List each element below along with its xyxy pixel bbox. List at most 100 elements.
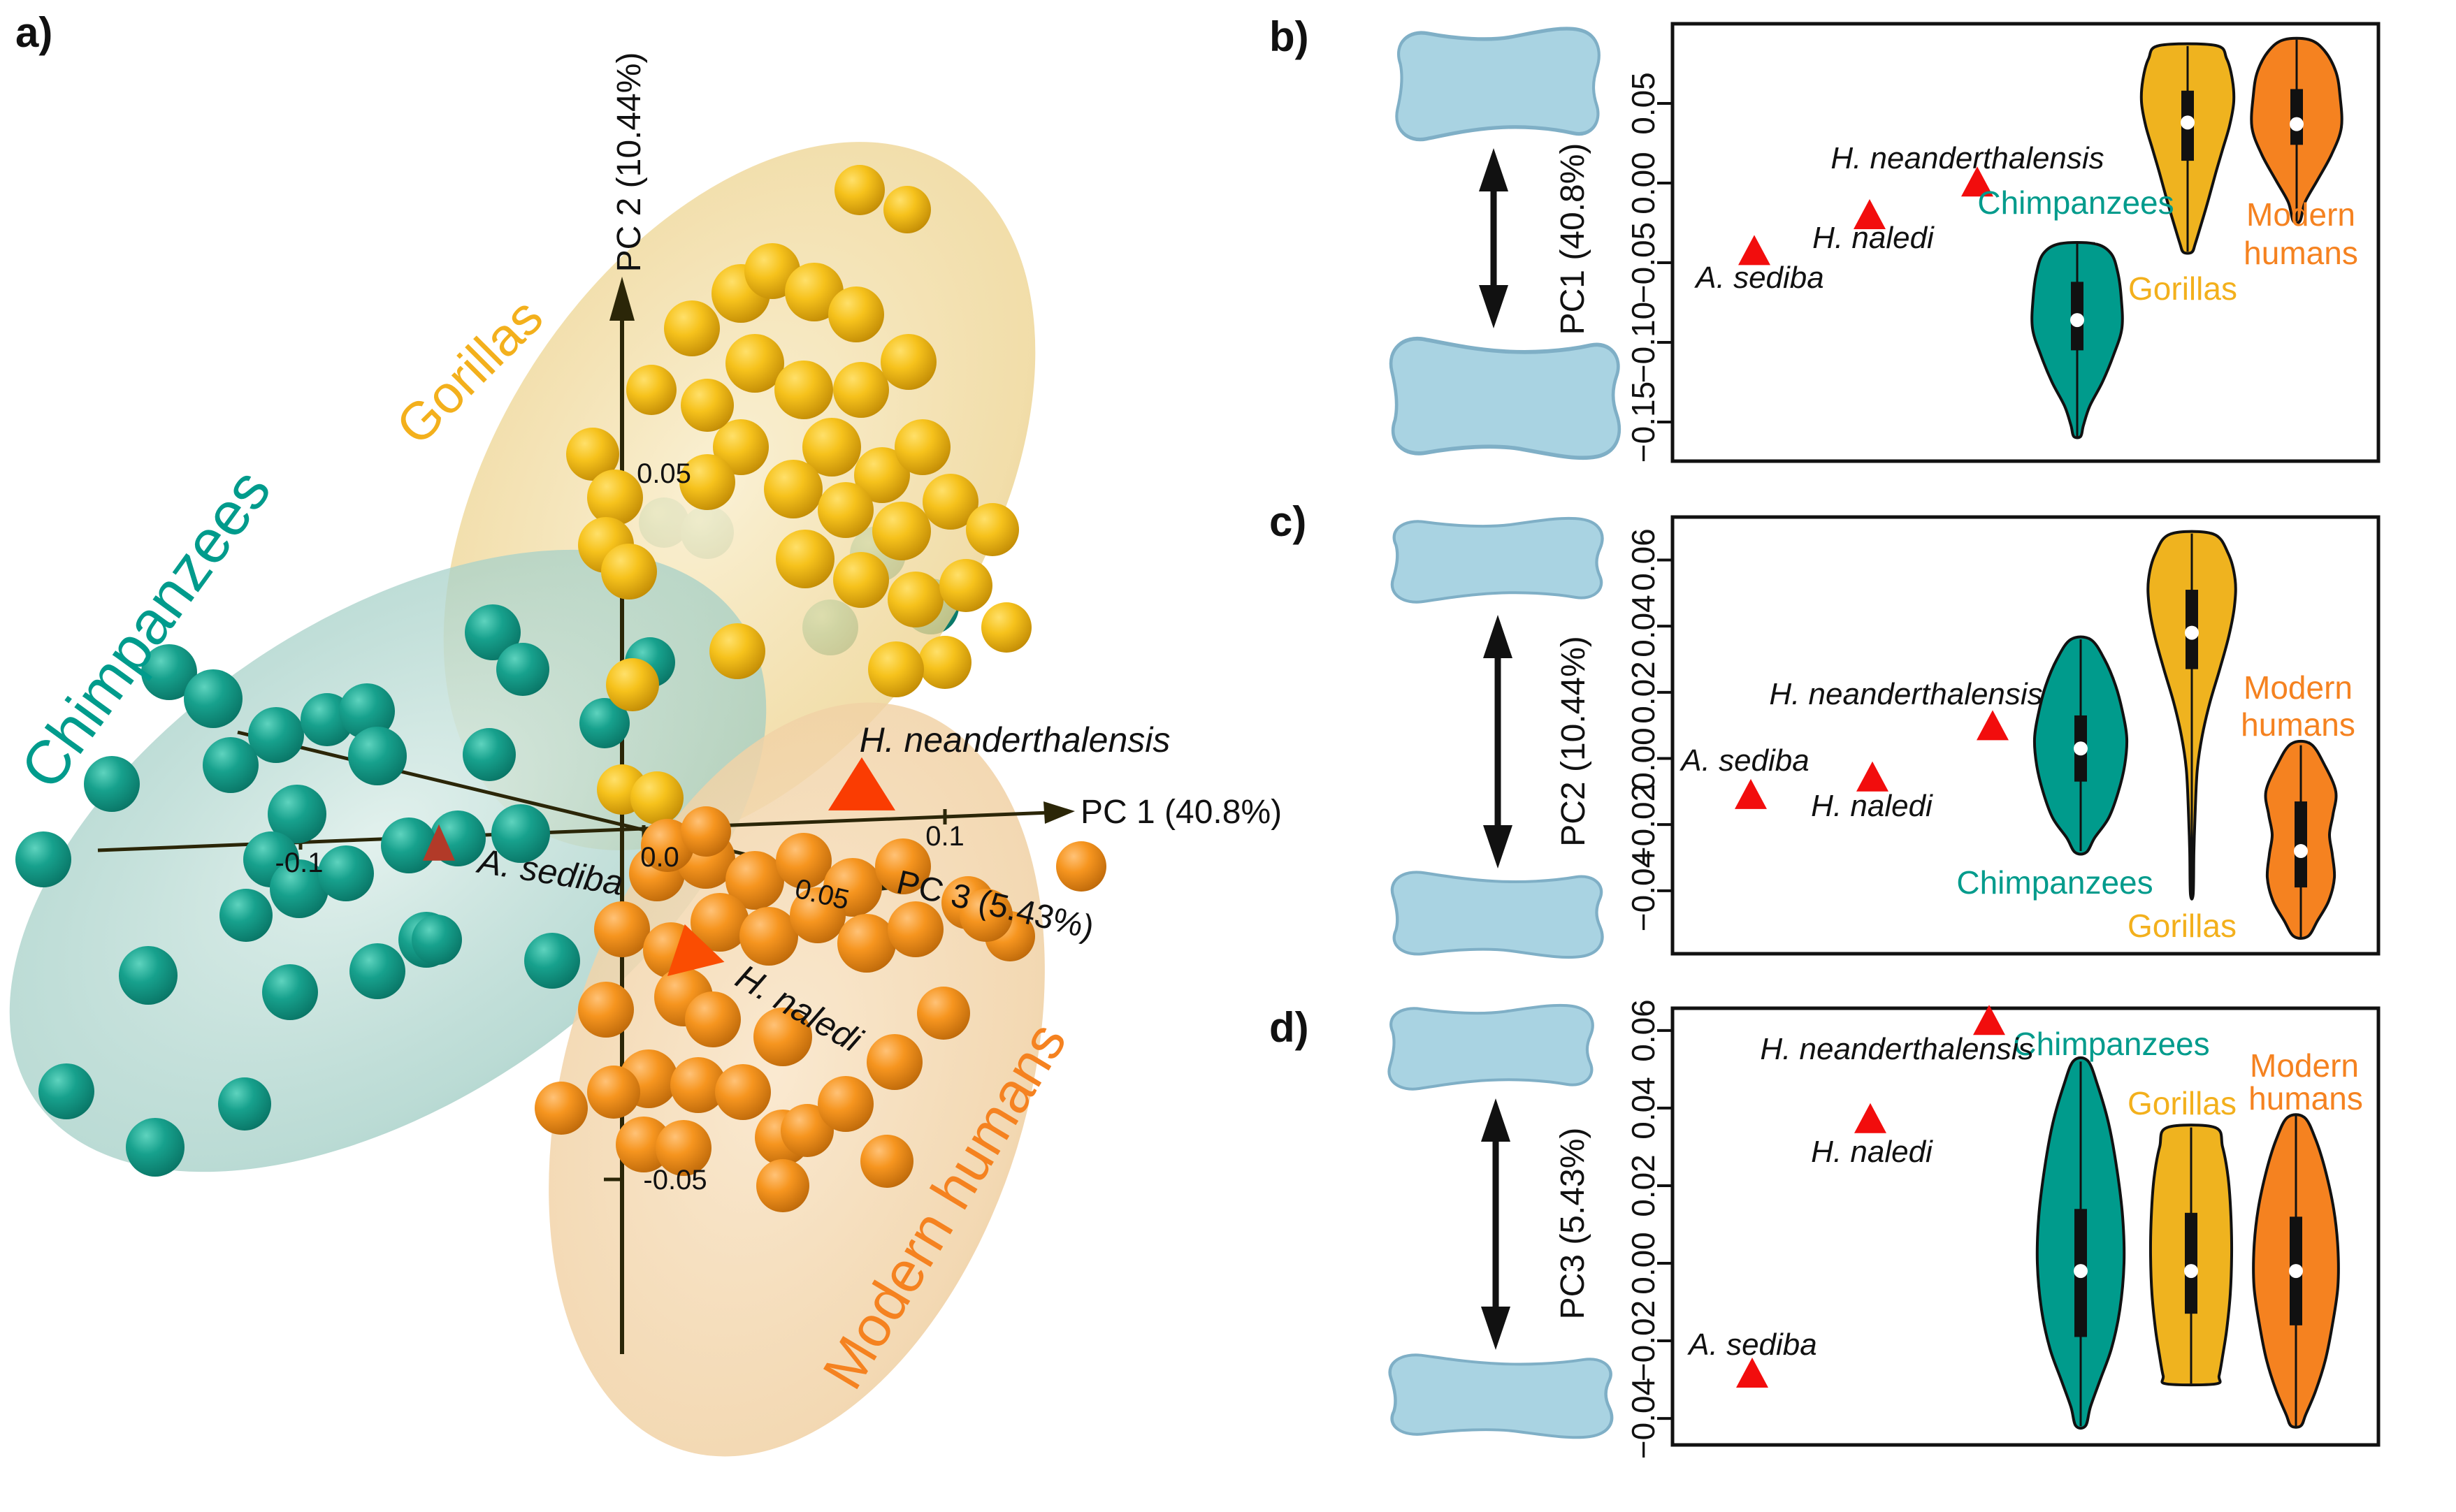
violin-iqr-box (2290, 89, 2303, 145)
pca-sphere-gorilla (566, 428, 619, 481)
pca-sphere-gorilla (872, 502, 931, 560)
fossil-triangle-neanderthalensis-a (828, 757, 895, 810)
violin-median-dot (2289, 1264, 2303, 1279)
pca-sphere-gorilla (881, 334, 937, 390)
pca-sphere-gorilla (981, 602, 1032, 653)
pca-sphere-chimpanzee (248, 707, 304, 763)
pc-direction-arrow-b-down (1479, 285, 1508, 328)
violin-iqr-box (2185, 1212, 2197, 1314)
pca-sphere-modern-human (739, 907, 798, 966)
violin-median-dot (2290, 117, 2304, 131)
pca-sphere-gorilla (630, 771, 684, 824)
pc1-axis-arrowhead (1043, 801, 1075, 824)
pca-sphere-chimpanzee (38, 1063, 94, 1119)
pca-sphere-chimpanzee (262, 964, 318, 1020)
pca-sphere-gorilla (679, 454, 735, 510)
bone-mesh-bottom-c (1390, 871, 1604, 959)
fossil-triangle-b-1 (1854, 199, 1886, 230)
bone-mesh-top-d (1387, 1003, 1594, 1091)
pca-sphere-modern-human (715, 1064, 771, 1120)
pc-direction-arrow-d-down (1481, 1307, 1510, 1350)
pca-sphere-modern-human (888, 901, 944, 957)
bone-mesh-bottom-d (1388, 1353, 1614, 1439)
pca-sphere-modern-human (790, 887, 846, 943)
pca-sphere-gorilla (895, 419, 951, 475)
pca-sphere-gorilla (883, 186, 931, 233)
pca-sphere-gorilla (923, 474, 978, 530)
bone-mesh-top-c (1390, 516, 1604, 604)
violin-median-dot (2184, 1264, 2198, 1279)
fossil-triangle-c-1 (1856, 761, 1888, 792)
pca-sphere-chimpanzee (491, 804, 550, 863)
fossil-triangle-naledi-a (667, 924, 725, 977)
pca-sphere-gorilla (818, 482, 874, 538)
pca-sphere-gorilla (725, 334, 784, 393)
pca-sphere-gorilla (833, 552, 889, 608)
pca-sphere-chimpanzee (119, 946, 178, 1005)
pca-sphere-gorilla (713, 419, 769, 475)
fossil-triangle-c-2 (1977, 710, 2009, 741)
pca-sphere-gorilla (854, 447, 910, 503)
pca-sphere-gorilla (626, 365, 677, 415)
violin-median-dot (2074, 1264, 2088, 1279)
pca-sphere-chimpanzee (463, 728, 516, 781)
pca-sphere-chimpanzee (465, 604, 521, 660)
pc-direction-arrow-b-up (1479, 148, 1508, 191)
pca-sphere-gorilla (802, 418, 861, 477)
pca-sphere-chimpanzee (524, 933, 580, 989)
pca-sphere-gorilla (939, 559, 992, 612)
pca-sphere-chimpanzee (218, 1077, 271, 1131)
pca-sphere-modern-human (781, 1104, 834, 1157)
pca-sphere-chimpanzee (318, 845, 374, 901)
pca-sphere-modern-human (917, 987, 970, 1040)
pca-sphere-gorilla (587, 470, 643, 525)
pca-sphere-modern-human (725, 851, 784, 910)
fossil-triangle-b-2 (1961, 166, 1993, 197)
pca-sphere-modern-human (670, 1057, 726, 1113)
pca-sphere-chimpanzee (15, 831, 71, 887)
pca-sphere-chimpanzee (219, 889, 273, 942)
violin-median-dot (2294, 844, 2308, 859)
pca-sphere-modern-human (685, 991, 741, 1047)
bone-mesh-top-b (1395, 27, 1601, 142)
pca-sphere-chimpanzee (268, 785, 326, 843)
fossil-triangle-d-0 (1736, 1358, 1768, 1388)
pca-sphere-chimpanzee (339, 683, 395, 739)
pca-sphere-chimpanzee (84, 756, 140, 812)
pca-sphere-modern-human (867, 1034, 923, 1090)
pca-sphere-gorilla (918, 636, 971, 689)
pc2-axis-arrowhead (609, 277, 635, 321)
pca-sphere-gorilla (681, 379, 734, 432)
pca-spheres (15, 165, 1106, 1212)
pca-sphere-chimpanzee (270, 859, 328, 918)
pca-sphere-gorilla (601, 544, 657, 599)
fossil-triangle-c-0 (1735, 778, 1767, 809)
pca-sphere-gorilla (606, 658, 659, 711)
pca-sphere-modern-human (587, 1066, 640, 1119)
pca-sphere-gorilla (709, 623, 765, 679)
pca-sphere-gorilla (835, 165, 885, 215)
pc-direction-arrow-d-up (1481, 1098, 1510, 1142)
pca-sphere-chimpanzee (579, 698, 630, 748)
pca-sphere-gorilla (966, 503, 1019, 556)
pca-sphere-modern-human (818, 1076, 874, 1132)
pca-sphere-chimpanzee (348, 727, 407, 785)
pca-sphere-modern-human (860, 1135, 913, 1188)
pc-direction-arrow-c-down (1483, 825, 1512, 868)
pca-sphere-chimpanzee (381, 817, 437, 873)
pca-sphere-gorilla (774, 361, 833, 419)
pca-sphere-chimpanzee (126, 1118, 185, 1177)
pca-sphere-gorilla (828, 286, 884, 342)
pca-sphere-modern-human (656, 1120, 711, 1176)
pca-sphere-modern-human (1056, 841, 1106, 892)
pca-sphere-gorilla (833, 362, 889, 418)
pca-sphere-chimpanzee (184, 669, 243, 728)
violin-median-dot (2070, 313, 2084, 328)
violin-median-dot (2074, 741, 2088, 756)
pca-sphere-gorilla (868, 641, 924, 697)
pca-sphere-modern-human (578, 982, 634, 1038)
pca-sphere-modern-human (875, 838, 931, 894)
bone-mesh-bottom-b (1389, 336, 1621, 460)
